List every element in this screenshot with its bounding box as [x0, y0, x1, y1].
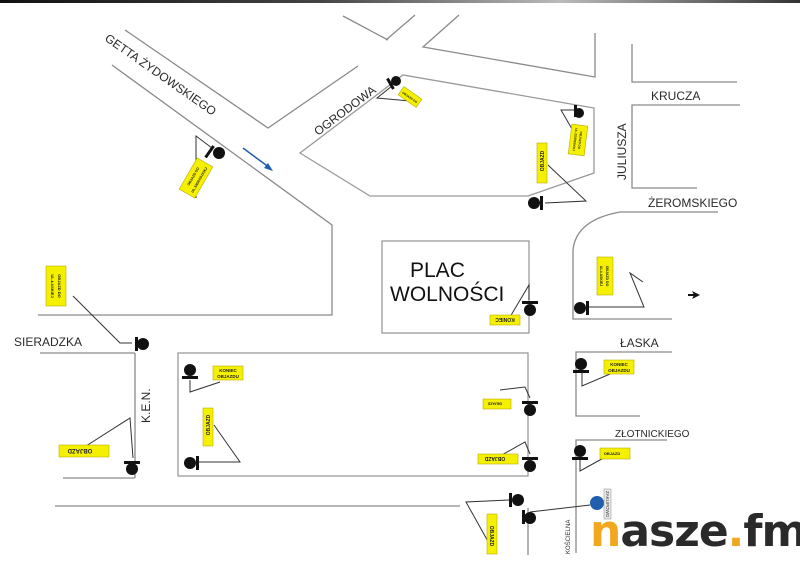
sign-koniec-objazdu-west: KONIEC OBJAZDU [212, 365, 244, 381]
sign-objazd-do-ul-laskiej-west: OBJAZD DO UL.ŁASKIEJ [45, 265, 67, 307]
traffic-light-icon [522, 510, 536, 524]
traffic-light-icon [528, 196, 543, 210]
svg-text:OBJAZD: OBJAZD [487, 402, 502, 406]
traffic-light-icon [204, 145, 225, 159]
traffic-light-icon [522, 401, 538, 416]
svg-text:OBJAZD: OBJAZD [484, 455, 505, 461]
svg-text:UL.ŁASKIEJ: UL.ŁASKIEJ [50, 274, 55, 297]
road-krucza-north [631, 44, 737, 83]
traffic-light-icon [572, 445, 588, 460]
road-lines [38, 14, 740, 555]
sign-objazd-ken: OBJAZD [58, 444, 110, 458]
sign-objazd-do-ul-laskiej-east: OBJAZD DO UL.ŁASKIEJ [596, 256, 614, 296]
svg-text:KONIEC: KONIEC [610, 362, 628, 367]
svg-text:OBJAZD: OBJAZD [206, 414, 212, 435]
road-zeromskiego-corner [572, 211, 718, 320]
traffic-light-icon [182, 364, 198, 379]
street-label-koscielna: KOŚCIELNA [564, 520, 572, 554]
street-label-juliusza: JULIUSZA [615, 123, 629, 180]
svg-text:UL.ŁASKIEJ: UL.ŁASKIEJ [599, 266, 603, 286]
plaza-label-line1: PLAC [410, 259, 465, 282]
sign-objazd-ogrodowa: OBJAZD DO [397, 86, 423, 108]
svg-text:OBJAZD: OBJAZD [604, 451, 621, 456]
sign-objazd-central-vertical: OBJAZD [202, 407, 214, 447]
road-top-1 [342, 15, 389, 41]
sign-koniec-plac: KONIEC [489, 314, 521, 326]
road-getta-north-edge [124, 29, 359, 129]
svg-text:OBJAZDU: OBJAZDU [217, 374, 239, 379]
street-label-zeromskiego: ŻEROMSKIEGO [648, 196, 737, 210]
svg-text:KONIEC: KONIEC [219, 368, 237, 373]
nasze-fm-logo: nasze.fm [590, 506, 800, 557]
road-laska [575, 351, 672, 417]
traffic-light-icon [522, 301, 538, 316]
zakupowo-badge: ZAKUPOWO [590, 488, 612, 520]
svg-text:OBJAZD: OBJAZD [67, 447, 92, 453]
road-getta-south-edge [38, 64, 333, 316]
svg-text:OBJAZD DO: OBJAZD DO [605, 266, 609, 287]
zakupowo-icon [590, 496, 604, 510]
traffic-light-icon [574, 301, 589, 315]
traffic-light-icon [124, 461, 140, 475]
sign-objazd-zlotnickiego: OBJAZD [599, 447, 631, 460]
svg-text:OBJAZD DO: OBJAZD DO [57, 274, 62, 298]
road-krucza-south [631, 104, 740, 189]
traffic-lights [124, 76, 589, 524]
street-label-getta: GETTA ŻYDOWSKIEGO [102, 31, 219, 118]
traffic-light-icon [135, 337, 149, 351]
sign-objazd-do-ul-sieradzkiej-getta: OBJAZD DO UL.SIERADZKIEJ [178, 157, 214, 199]
street-label-laska: ŁASKA [620, 336, 659, 350]
svg-text:OBJAZDU: OBJAZDU [608, 368, 630, 373]
traffic-light-icon [509, 493, 524, 507]
traffic-light-icon [574, 105, 584, 118]
plaza-label-line2: WOLNOŚCI [390, 282, 504, 306]
traffic-light-icon [573, 358, 589, 373]
svg-text:UL.ZGIERSKIEJ: UL.ZGIERSKIEJ [572, 128, 579, 151]
svg-text:OBJAZD: OBJAZD [488, 526, 494, 547]
sign-objazd-central-east-2: OBJAZD [477, 453, 519, 465]
street-label-ken: K.E.N. [139, 388, 153, 423]
traffic-light-icon [184, 456, 199, 470]
sign-objazd-do-ul-zgierskiej: OBJAZD DO UL.ZGIERSKIEJ [567, 123, 589, 157]
road-top-3 [421, 14, 596, 78]
svg-text:OBJAZD: OBJAZD [540, 150, 546, 171]
traffic-light-icon [386, 76, 401, 90]
sign-objazd-bottom: OBJAZD [486, 513, 498, 555]
sign-koniec-objazdu-laska: KONIEC OBJAZDU [603, 359, 635, 375]
sign-objazd-central-east-1: OBJAZD [482, 398, 512, 410]
svg-text:ZAKUPOWO: ZAKUPOWO [605, 491, 610, 518]
road-zlotnickiego [575, 439, 667, 553]
street-label-sieradzka: SIERADZKA [14, 335, 82, 349]
blue-direction-arrow [242, 147, 273, 171]
street-label-zlotnickiego: ZŁOTNICKIEGO [615, 429, 690, 440]
block-ogrodowa [298, 74, 595, 197]
svg-text:KONIEC: KONIEC [495, 316, 515, 322]
street-label-krucza: KRUCZA [651, 89, 700, 103]
scan-edge [0, 0, 800, 3]
road-top-2 [385, 14, 416, 41]
traffic-light-icon [522, 457, 538, 472]
svg-text:OBJAZD DO: OBJAZD DO [577, 131, 583, 150]
sign-objazd-juliusza: OBJAZD [536, 142, 548, 184]
